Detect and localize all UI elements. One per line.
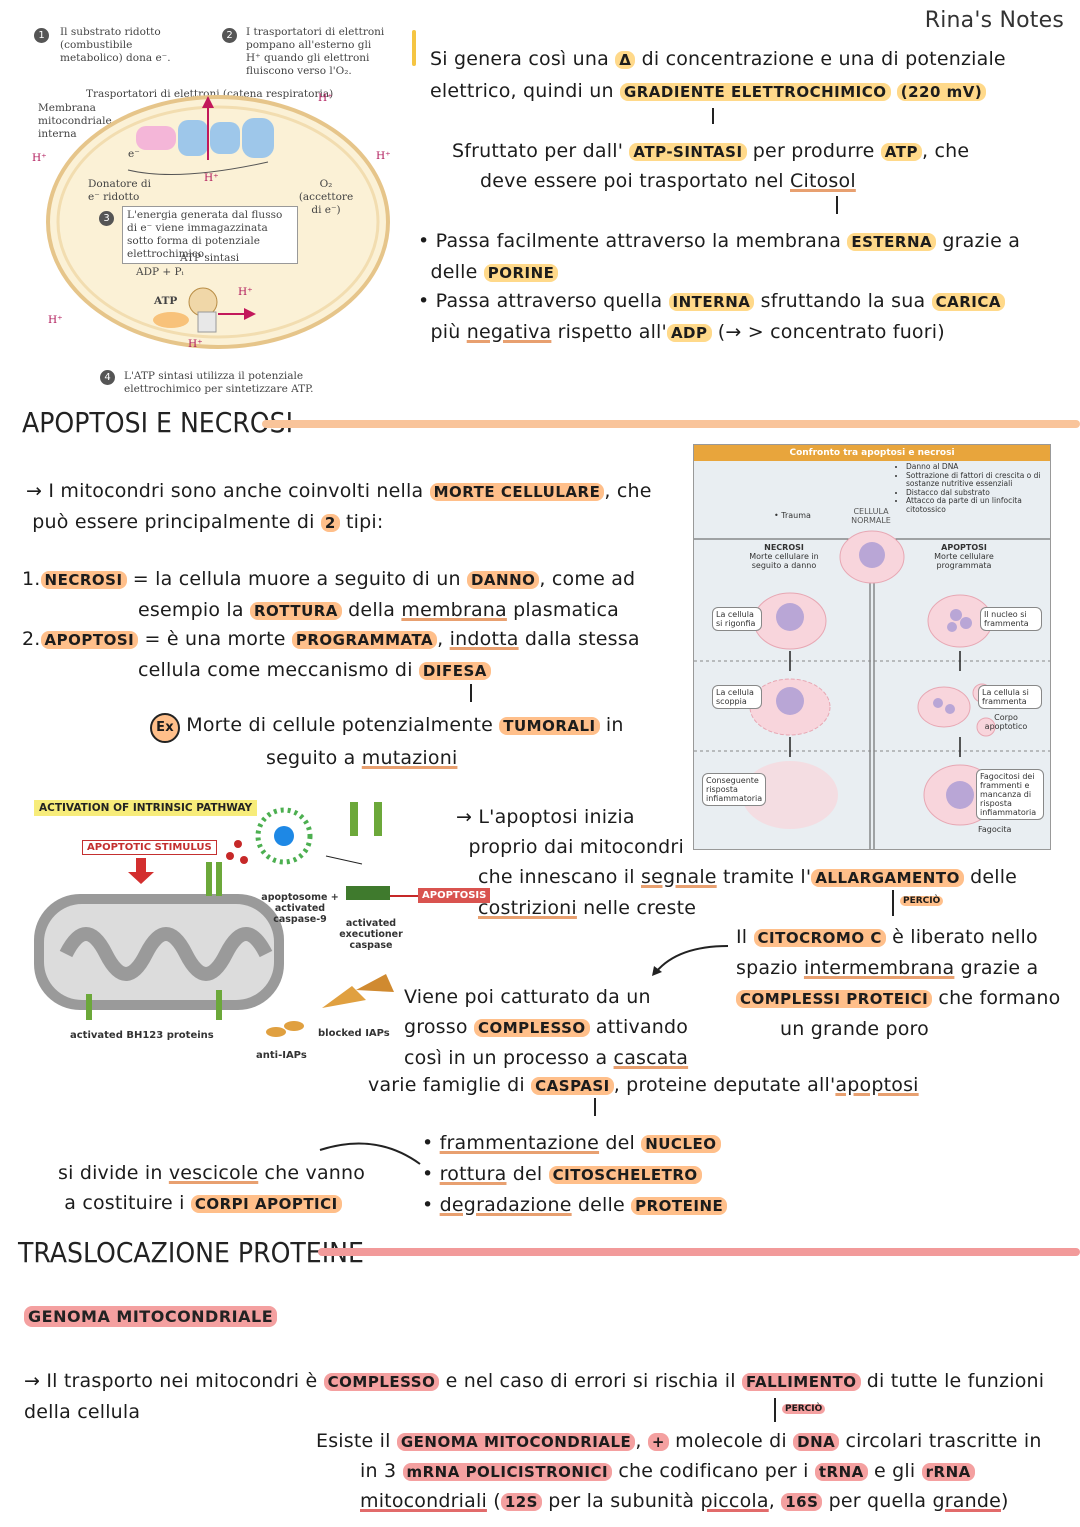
pathway-drawing [34,802,418,1037]
apoptosome-label: apoptosome + activated caspase-9 [261,892,339,925]
curved-arrow [652,945,729,976]
cause-item: Danno al DNA [906,462,1056,472]
apoptosi-definition: 2.APOPTOSI = è una morte PROGRAMMATA, in… [22,628,640,681]
comparison-figure: Confronto tra apoptosi e necrosi • Traum… [693,444,1051,850]
anti-iaps-label: anti-IAPs [256,1050,307,1061]
chain-label: Trasportatori di elettroni (catena respi… [86,88,334,100]
apoptosi-step2: La cellula si frammenta [978,685,1042,709]
section-bar [318,1248,1080,1256]
bh123-label: activated BH123 proteins [70,1030,214,1041]
executioner-label: activated executioner caspase [339,918,403,951]
brand-label: Rina's Notes [924,8,1064,33]
top-notes-bullet1: • Passa facilmente attraverso la membran… [418,230,1021,283]
comparison-drawing [694,530,1050,849]
cause-item: Attacco da parte di un linfocita citotos… [906,496,1056,514]
section-title-traslocazione: TRASLOCAZIONE PROTEINE [18,1236,364,1269]
arrow-down [836,196,838,214]
apoptotic-body-label: Corpo apoptotico [984,713,1028,731]
comparison-title: Confronto tra apoptosi e necrosi [694,445,1050,461]
apoptosi-step3: Fagocitosi dei frammenti e mancanza di r… [976,769,1044,820]
hplus-label: H⁺ [238,286,253,298]
electron-label: e⁻ [128,148,140,160]
apoptosis-label: APOPTOSIS [418,888,491,903]
blocked-iaps-label: blocked IAPs [318,1028,390,1039]
hplus-label: H⁺ [376,150,391,162]
percio-badge: PERCIÒ [900,896,944,906]
adp-pi-label: ADP + Pᵢ [136,266,184,278]
bracket-mark [412,30,416,66]
section-bar [262,420,1080,428]
phagocyte-label: Fagocita [978,825,1012,834]
trauma-label: • Trauma [774,511,811,520]
atp-figure: 1 Il substrato ridotto (combustibile met… [28,22,398,402]
traslocazione-line5: mitocondriali (12S per la subunità picco… [360,1490,1009,1512]
hplus-label: H⁺ [48,314,63,326]
traslocazione-line1: → Il trasporto nei mitocondri è COMPLESS… [24,1370,1045,1423]
step4-caption: 4 L'ATP sintasi utilizza il potenziale e… [100,370,324,396]
top-notes-line3: Sfruttato per dall' ATP-SINTASI per prod… [452,140,970,162]
vescicole-note: si divide in vescicole che vanno a costi… [58,1162,366,1214]
arrow-down [892,890,894,916]
step1-caption: 1 Il substrato ridotto (combustibile met… [34,26,180,65]
atp-synthase-label: ATP sintasi [180,252,240,264]
subsection-genoma: GENOMA MITOCONDRIALE [24,1306,278,1327]
percio-badge: PERCIÒ [782,1404,826,1414]
arrow-down [774,1398,776,1422]
traslocazione-line4: in 3 mRNA POLICISTRONICI che codificano … [360,1456,1060,1487]
apoptotic-stimulus-label: APOPTOTIC STIMULUS [82,840,217,855]
cause-item: Distacco dal substrato [906,488,1056,498]
pathway-banner: ACTIVATION OF INTRINSIC PATHWAY [34,800,258,816]
step3-caption: 3 L'energia generata dal flusso di e⁻ vi… [99,206,298,264]
cause-item: Sottrazione di fattori di crescita o di … [906,471,1056,489]
arrow-down [470,684,472,702]
normal-cell-label: CELLULA NORMALE [851,507,891,525]
hplus-label: H⁺ [32,152,47,164]
hplus-label: H⁺ [188,338,203,350]
caspasi-note: varie famiglie di CASPASI, proteine depu… [368,1074,919,1096]
necrosi-step1: La cellula si rigonfia [712,607,762,631]
pathway-note-2: che innescano il segnale tramite l'ALLAR… [478,866,1018,919]
top-notes-line4: deve essere poi trasportato nel Citosol [480,170,856,192]
pathway-note-1: → L'apoptosi inizia proprio dai mitocond… [456,806,684,858]
top-notes-line2: elettrico, quindi un GRADIENTE ELETTROCH… [430,76,1070,107]
section-title-apoptosi: APOPTOSI E NECROSI [22,406,294,439]
necrosi-step2: La cellula scoppia [712,685,762,709]
complesso-note: Viene poi catturato da un grosso COMPLES… [404,986,689,1069]
arrow-down [712,108,714,124]
hplus-label: H⁺ [204,172,219,184]
curved-arrow [319,1142,421,1165]
membrane-label: Membrana mitocondriale interna [38,102,112,140]
hplus-label: H⁺ [318,92,333,104]
arrow-down [594,1098,596,1116]
effects-list: • frammentazione del NUCLEO • rottura de… [422,1128,842,1221]
traslocazione-line3: Esiste il GENOMA MITOCONDRIALE, + moleco… [316,1430,1042,1452]
pathway-figure: ACTIVATION OF INTRINSIC PATHWAY APOPTOTI… [26,794,491,1074]
example-badge: Ex [150,713,180,743]
atp-label: ATP [154,295,178,307]
citocromo-note: Il CITOCROMO C è liberato nello spazio i… [736,926,1061,1040]
necrosi-step3: Conseguente risposta infiammatoria [702,773,766,806]
example-line: Ex Morte di cellule potenzialmente TUMOR… [150,710,670,773]
apoptosi-intro: → I mitocondri sono anche coinvolti nell… [26,480,652,533]
donor-label: Donatore di e⁻ ridotto [88,178,151,203]
apoptosi-step1: Il nucleo si frammenta [980,607,1042,631]
top-notes-bullet2: • Passa attraverso quella INTERNA sfrutt… [418,286,1068,348]
necrosi-definition: 1.NECROSI = la cellula muore a seguito d… [22,568,636,621]
acceptor-label: O₂ (accettore di e⁻) [298,178,354,216]
top-notes-line1: Si genera così una Δ di concentrazione e… [430,48,1006,70]
step2-caption: 2 I trasportatori di elettroni pompano a… [222,26,386,78]
apoptosis-causes-list: Danno al DNA Sottrazione di fattori di c… [894,462,1056,514]
